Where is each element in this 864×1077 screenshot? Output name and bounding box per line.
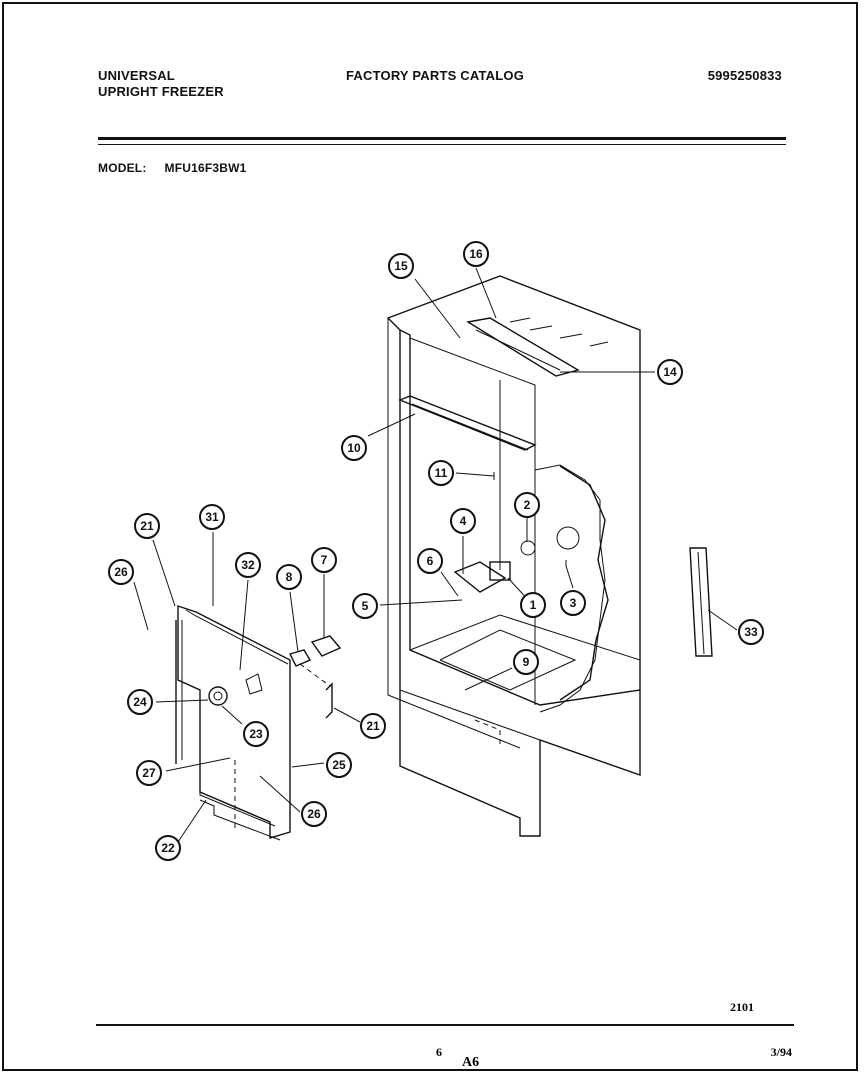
callout-31: 31: [199, 504, 225, 530]
svg-text:24: 24: [133, 695, 147, 709]
callout-3: 3: [560, 590, 586, 616]
figure-number: 2101: [730, 1000, 754, 1014]
callout-25: 25: [326, 752, 352, 778]
callout-9: 9: [513, 649, 539, 675]
svg-text:21: 21: [140, 519, 154, 533]
control-assembly: [453, 380, 567, 593]
svg-text:2: 2: [524, 498, 531, 512]
header-rule-thin: [98, 144, 786, 145]
footer-rule: [96, 1024, 794, 1026]
svg-text:21: 21: [366, 719, 380, 733]
callout-group: 1 2 3 4 5 6 7 8 9 10 11 14 15 16 21 21 2…: [108, 241, 764, 861]
callout-32: 32: [235, 552, 261, 578]
brand-block: UNIVERSAL UPRIGHT FREEZER: [98, 68, 224, 100]
door-gasket-strip: [689, 547, 713, 657]
svg-text:22: 22: [161, 841, 175, 855]
page-number: 6: [436, 1045, 442, 1059]
revision-date: 3/94: [770, 1045, 792, 1059]
callout-26-bottom: 26: [301, 801, 327, 827]
shelf-rail: [398, 395, 537, 451]
model-line: MODEL: MFU16F3BW1: [98, 161, 247, 175]
brand-name: UNIVERSAL: [98, 68, 175, 83]
section-code: A6: [462, 1055, 480, 1070]
svg-text:8: 8: [286, 570, 293, 584]
svg-text:23: 23: [249, 727, 263, 741]
svg-text:10: 10: [347, 441, 361, 455]
callout-33: 33: [738, 619, 764, 645]
callout-24: 24: [127, 689, 153, 715]
top-vent-panel: [466, 317, 609, 377]
inner-door-panel: [175, 605, 291, 841]
callout-15: 15: [388, 253, 414, 279]
svg-text:9: 9: [523, 655, 530, 669]
svg-text:15: 15: [394, 259, 408, 273]
callout-14: 14: [657, 359, 683, 385]
callout-21-top: 21: [134, 513, 160, 539]
svg-text:33: 33: [744, 625, 758, 639]
svg-text:32: 32: [241, 558, 255, 572]
header-rule: [98, 137, 786, 140]
svg-text:16: 16: [469, 247, 483, 261]
callout-16: 16: [463, 241, 489, 267]
svg-text:6: 6: [427, 554, 434, 568]
callout-6: 6: [417, 548, 443, 574]
svg-text:11: 11: [435, 466, 448, 480]
callout-22: 22: [155, 835, 181, 861]
callout-21-bracket: 21: [360, 713, 386, 739]
callout-26-left: 26: [108, 559, 134, 585]
catalog-title: FACTORY PARTS CATALOG: [346, 68, 525, 83]
svg-text:31: 31: [205, 510, 219, 524]
svg-text:3: 3: [570, 596, 577, 610]
svg-text:26: 26: [114, 565, 128, 579]
svg-text:5: 5: [362, 599, 369, 613]
leader-lines: [133, 267, 738, 843]
callout-4: 4: [450, 508, 476, 534]
callout-2: 2: [514, 492, 540, 518]
callout-27: 27: [136, 760, 162, 786]
catalog-number: 5995250833: [707, 68, 782, 83]
svg-text:7: 7: [321, 553, 328, 567]
svg-text:4: 4: [460, 514, 467, 528]
svg-text:27: 27: [142, 766, 156, 780]
product-type: UPRIGHT FREEZER: [98, 84, 224, 99]
model-number: MFU16F3BW1: [164, 161, 247, 175]
freezer-cabinet: [386, 275, 641, 837]
svg-text:1: 1: [530, 598, 537, 612]
callout-23: 23: [243, 721, 269, 747]
callout-10: 10: [341, 435, 367, 461]
svg-text:25: 25: [332, 758, 346, 772]
callout-5: 5: [352, 593, 378, 619]
callout-1: 1: [520, 592, 546, 618]
callout-8: 8: [276, 564, 302, 590]
callout-11: 11: [428, 460, 454, 486]
callout-7: 7: [311, 547, 337, 573]
svg-text:26: 26: [307, 807, 321, 821]
model-label: MODEL:: [98, 161, 147, 175]
svg-text:14: 14: [663, 365, 677, 379]
